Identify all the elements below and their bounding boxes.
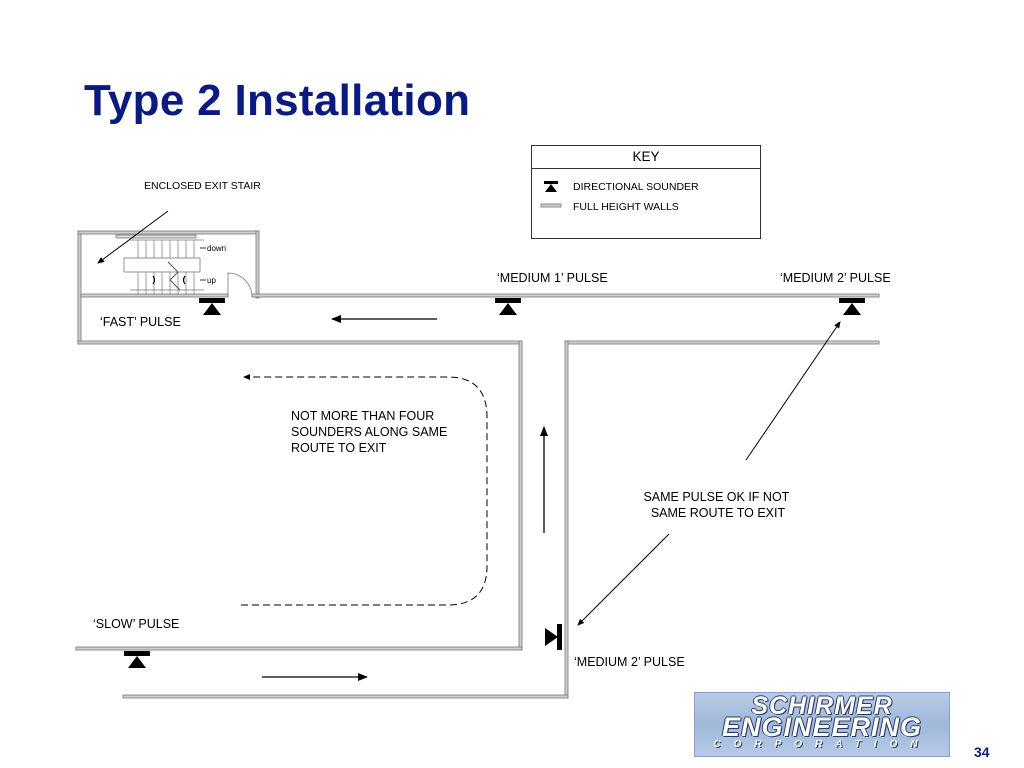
directional-sounder-icon [199, 298, 225, 315]
directional-sounder-icon [544, 181, 558, 192]
slide-title: Type 2 Installation [84, 76, 471, 125]
fast-pulse-label: ‘FAST’ PULSE [100, 315, 181, 329]
key-item-label: FULL HEIGHT WALLS [573, 201, 679, 213]
pointer-to-bottom-sounder [577, 533, 670, 626]
note-same-pulse: SAME PULSE OK IF NOT SAME ROUTE TO EXIT [643, 490, 792, 520]
medium1-pulse-label: ‘MEDIUM 1’ PULSE [497, 271, 608, 285]
directional-sounder-icon [545, 624, 562, 650]
directional-sounder-icon [124, 651, 150, 668]
exit-stair [115, 234, 253, 298]
directional-sounder-icon [495, 298, 521, 315]
enclosed-exit-stair-label: ENCLOSED EXIT STAIR [144, 180, 261, 192]
medium2-pulse-bottom-label: ‘MEDIUM 2’ PULSE [574, 655, 685, 669]
route-dashed-path [241, 374, 488, 606]
pointer-to-top-sounder [745, 321, 841, 461]
note-four-sounders: NOT MORE THAN FOUR SOUNDERS ALONG SAME R… [291, 409, 451, 455]
directional-sounder-icon [839, 298, 865, 315]
page-number: 34 [974, 744, 990, 760]
company-logo: SCHIRMER ENGINEERING CORPORATION [694, 692, 950, 757]
stair-down-label: down [207, 244, 226, 253]
key-title: KEY [532, 146, 760, 169]
key-item-label: DIRECTIONAL SOUNDER [573, 181, 699, 193]
key-legend: KEY DIRECTIONAL SOUNDER FULL HEIGHT WALL… [531, 145, 761, 239]
slow-pulse-label: ‘SLOW’ PULSE [93, 617, 179, 631]
stair-pointer-arrow [97, 210, 169, 264]
stair-up-label: up [207, 276, 216, 285]
wall-line-icon [540, 203, 562, 208]
full-height-walls [75, 230, 880, 699]
medium2-pulse-top-label: ‘MEDIUM 2’ PULSE [780, 271, 891, 285]
